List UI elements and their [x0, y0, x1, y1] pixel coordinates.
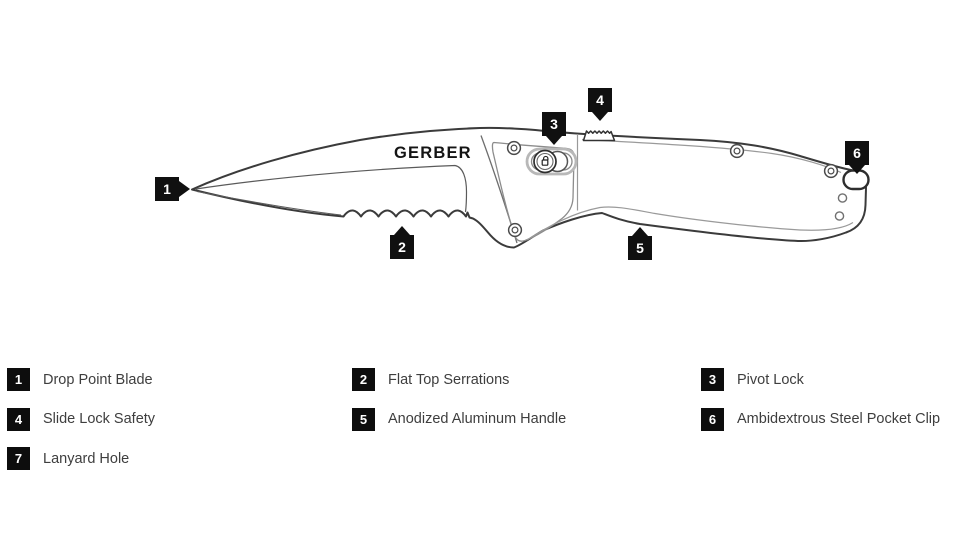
handle-screws: [506, 140, 839, 238]
callout-arrow-down-icon: [546, 136, 562, 145]
screw-front-bottom: [507, 222, 523, 238]
legend-badge: 2: [352, 368, 375, 391]
callout-number: 5: [628, 236, 652, 260]
callout-arrow-right-icon: [179, 180, 190, 197]
legend-label: Lanyard Hole: [43, 450, 130, 467]
legend-label: Drop Point Blade: [43, 371, 153, 388]
legend-badge: 6: [701, 407, 724, 431]
legend-item-6: 6 Ambidextrous Steel Pocket Clip: [701, 407, 941, 431]
legend-label: Slide Lock Safety: [43, 411, 156, 427]
callout-number: 1: [155, 177, 179, 201]
screw-rear: [823, 163, 839, 179]
callout-number: 6: [845, 141, 869, 165]
legend-item-7: 7 Lanyard Hole: [7, 447, 352, 470]
lanyard-hole-top: [837, 193, 848, 203]
legend: 1 Drop Point Blade 2 Flat Top Serrations…: [7, 368, 940, 470]
screw-mid-top: [729, 143, 745, 159]
slide-lock-safety: [582, 130, 616, 142]
legend-label: Anodized Aluminum Handle: [388, 411, 567, 427]
callout-arrow-down-icon: [592, 112, 608, 121]
legend-item-2: 2 Flat Top Serrations: [352, 368, 701, 391]
legend-item-3: 3 Pivot Lock: [701, 368, 940, 391]
knife-illustration: GERBER: [191, 126, 870, 249]
legend-item-1: 1 Drop Point Blade: [7, 368, 352, 391]
gerber-wordmark: GERBER: [394, 144, 472, 162]
legend-badge: 3: [701, 368, 724, 391]
blade-and-handle-silhouette: [191, 126, 867, 249]
callout-number: 4: [588, 88, 612, 112]
callout-arrow-down-icon: [849, 165, 865, 174]
legend-badge: 7: [7, 447, 30, 470]
screw-front-top: [506, 140, 522, 156]
lanyard-hole-bottom: [834, 211, 845, 221]
legend-label: Ambidextrous Steel Pocket Clip: [737, 411, 941, 427]
legend-badge: 4: [7, 407, 30, 431]
handle-top-inner-line: [581, 138, 842, 174]
legend-label: Flat Top Serrations: [388, 371, 510, 388]
pivot-lock-button-ring: [536, 152, 554, 171]
legend-badge: 1: [7, 368, 30, 391]
lanyard-holes: [834, 193, 848, 221]
lock-icon: [541, 155, 549, 166]
pivot-lock: [525, 147, 578, 176]
callout-arrow-up-icon: [632, 227, 648, 236]
blade-detail: [195, 164, 468, 216]
legend-label: Pivot Lock: [737, 371, 804, 388]
handle-bottom-inner-line: [526, 206, 854, 241]
callout-number: 2: [390, 235, 414, 259]
callout-arrow-up-icon: [394, 226, 410, 235]
legend-item-4: 4 Slide Lock Safety: [7, 407, 352, 431]
legend-badge: 5: [352, 407, 375, 431]
edge-bevel-line: [196, 190, 342, 216]
knife-outline: [191, 126, 867, 249]
grind-line: [195, 164, 468, 213]
legend-item-5: 5 Anodized Aluminum Handle: [352, 407, 701, 431]
callout-number: 3: [542, 112, 566, 136]
